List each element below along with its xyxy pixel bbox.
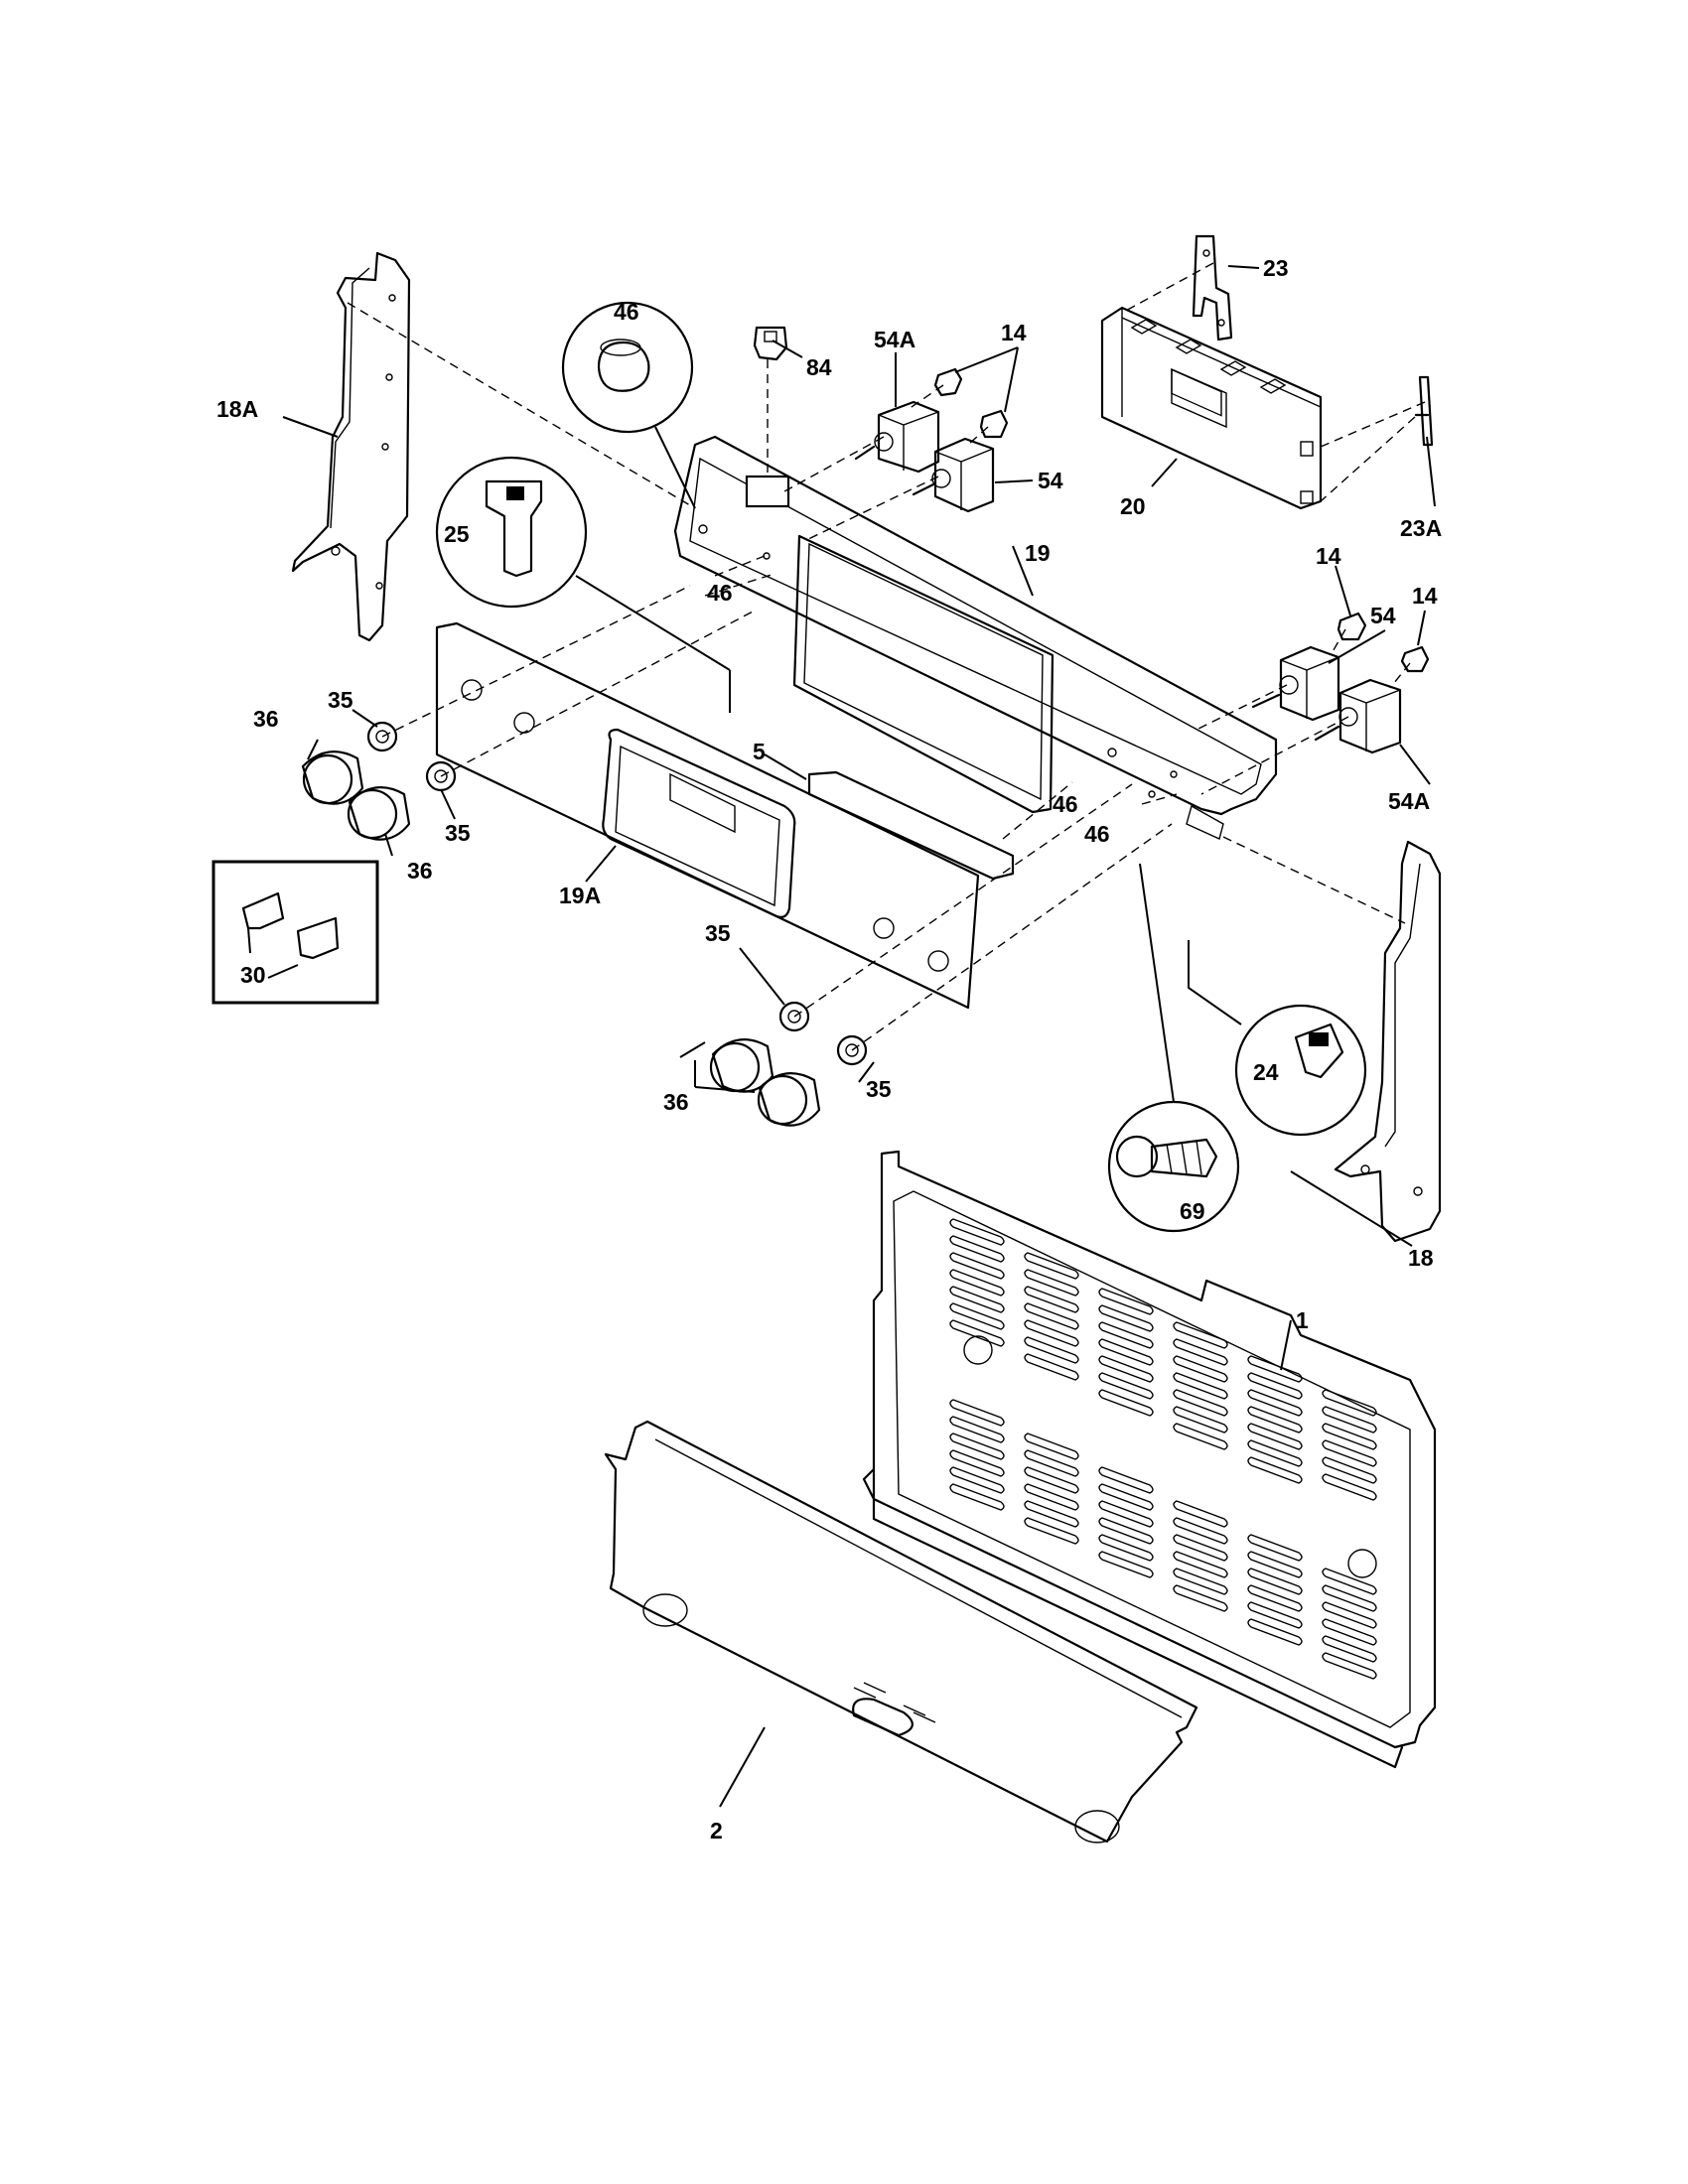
part-19a-panel (435, 621, 980, 1010)
part-24-bubble (1188, 940, 1367, 1137)
callout-23a: 23A (1400, 515, 1442, 541)
callout-69: 69 (1180, 1198, 1205, 1224)
part-36-knob-left-upper (301, 751, 364, 805)
callout-46-bubble: 46 (614, 299, 639, 325)
callout-25: 25 (444, 521, 470, 547)
part-35-bezels-middle (778, 1001, 868, 1066)
part-54a-top-switch (854, 400, 940, 474)
part-2-lower-panel (604, 1420, 1198, 1843)
callout-54a-right: 54A (1388, 788, 1430, 814)
callout-14-right-a: 14 (1316, 543, 1341, 569)
callout-5: 5 (753, 739, 766, 764)
leader-lines (247, 265, 1436, 1808)
callout-54a-top: 54A (874, 327, 915, 352)
part-84-switch (753, 326, 788, 361)
part-18a-left-bracket (291, 251, 411, 642)
part-36-knob-left-lower (347, 786, 411, 841)
part-54-top-switch (912, 437, 995, 513)
part-23-bracket (1192, 234, 1233, 341)
callout-35-left-b: 35 (445, 820, 471, 846)
part-30-inset (211, 860, 379, 1005)
callout-54-top: 54 (1038, 468, 1063, 493)
part-19-console (673, 435, 1278, 840)
callout-labels: 23 46 84 54A 14 18A 54 20 23A 25 19 46 1… (216, 255, 1442, 1843)
callout-24: 24 (1253, 1059, 1279, 1085)
part-36-knobs-middle (709, 1038, 821, 1127)
part-54-right-switch (1251, 645, 1340, 722)
part-46-bubble (561, 301, 696, 509)
callout-35-mid-a: 35 (705, 920, 731, 946)
callout-2: 2 (710, 1818, 723, 1843)
callout-54-right: 54 (1370, 603, 1396, 628)
callout-19a: 19A (559, 883, 601, 908)
callout-14-right-b: 14 (1412, 583, 1438, 609)
callout-36-mid: 36 (663, 1089, 689, 1115)
part-23a-bracket (1414, 375, 1434, 447)
callout-18: 18 (1408, 1245, 1434, 1271)
callout-23: 23 (1263, 255, 1289, 281)
callout-19: 19 (1025, 540, 1051, 566)
part-20-control-board (1100, 306, 1323, 510)
callout-35-left-a: 35 (328, 687, 353, 713)
callout-30: 30 (240, 962, 266, 988)
part-54a-right-switch (1314, 678, 1402, 754)
part-1-rear-panel (862, 1150, 1437, 1769)
callout-84: 84 (806, 354, 832, 380)
callout-20: 20 (1120, 493, 1146, 519)
callout-1: 1 (1296, 1307, 1309, 1333)
part-5-trim (807, 770, 1015, 881)
part-14-top-connectors (933, 367, 1009, 439)
callout-46-b: 46 (1053, 791, 1078, 817)
callout-36-left-b: 36 (407, 858, 433, 884)
callout-36-left: 36 (253, 706, 279, 732)
callout-46-a: 46 (707, 580, 733, 606)
part-25-bubble (435, 456, 731, 713)
callout-35-mid-b: 35 (866, 1076, 892, 1102)
part-18-right-bracket (1334, 840, 1442, 1243)
callout-14-top: 14 (1001, 320, 1027, 345)
assembly-lines (347, 262, 1426, 1051)
part-69-bubble (1107, 863, 1240, 1233)
callout-46-c: 46 (1084, 821, 1110, 847)
callout-18a: 18A (216, 396, 258, 422)
part-1-louvers (949, 1218, 1377, 1680)
part-14-right-connectors (1336, 612, 1430, 673)
